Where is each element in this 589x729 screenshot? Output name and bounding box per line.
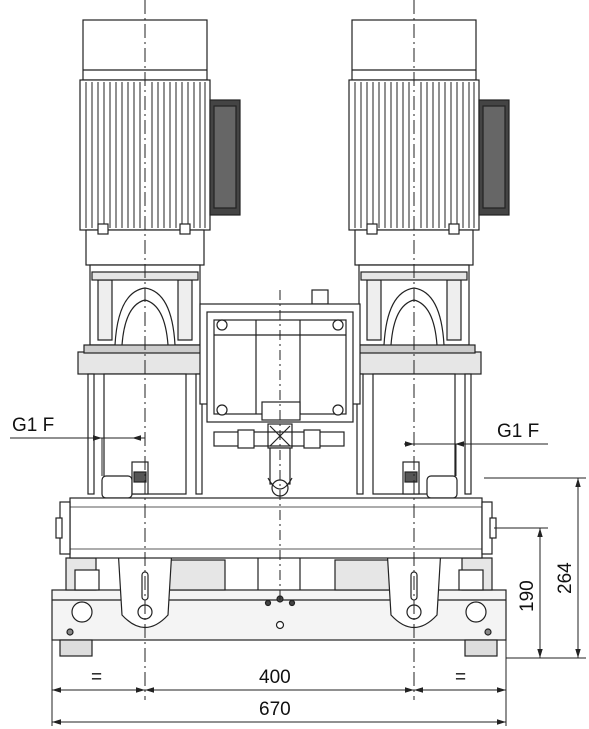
thread-label-right: G1 F: [497, 421, 540, 442]
spacing-label-right: =: [455, 667, 467, 688]
spacing-label-center: 400: [259, 667, 291, 688]
height-label-264: 264: [555, 562, 576, 594]
control-panel: [199, 289, 361, 497]
spacing-label-left: =: [91, 667, 103, 688]
manifold-supports: [65, 557, 493, 591]
thread-label-left: G1 F: [12, 415, 55, 436]
dimension-lines: [10, 0, 586, 726]
height-label-190: 190: [517, 580, 538, 612]
overall-width-label: 670: [259, 699, 291, 720]
suction-manifold: [55, 497, 497, 559]
